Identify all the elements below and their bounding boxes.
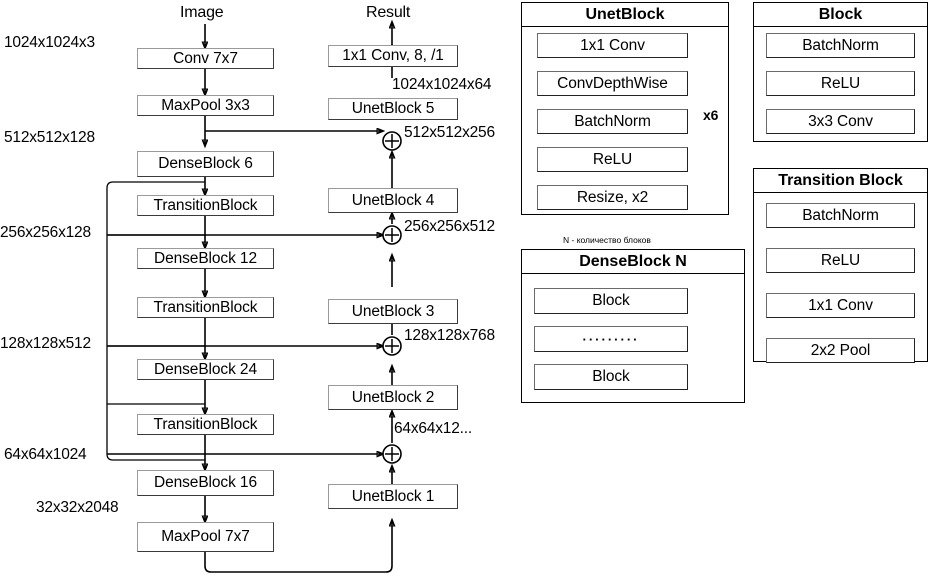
- shape-label-256x256x512: 256x256x512: [404, 218, 495, 235]
- block-step-relu[interactable]: ReLU: [766, 71, 915, 96]
- unetblock-step-batchnorm[interactable]: BatchNorm: [537, 109, 688, 134]
- denseblock-step-ellipsis: ·········: [534, 326, 688, 352]
- panel-unetblock-title: UnetBlock: [522, 3, 728, 27]
- node-unetblock2[interactable]: UnetBlock 2: [328, 385, 458, 410]
- node-unetblock5[interactable]: UnetBlock 5: [328, 98, 458, 120]
- panel-denseblock-title: DenseBlock N: [522, 250, 744, 274]
- unetblock-step-resize[interactable]: Resize, x2: [537, 185, 688, 210]
- decoder-column-title: Result: [366, 4, 411, 21]
- node-transitionblock-3[interactable]: TransitionBlock: [137, 414, 274, 435]
- shape-label-512x512x128: 512x512x128: [4, 129, 95, 146]
- unetblock-repeat-label: x6: [703, 107, 719, 123]
- node-denseblock6[interactable]: DenseBlock 6: [137, 151, 274, 177]
- shape-label-64x64x12: 64x64x12...: [394, 420, 472, 437]
- block-step-3x3conv[interactable]: 3x3 Conv: [766, 109, 915, 134]
- shape-label-512x512x256: 512x512x256: [404, 124, 495, 141]
- shape-label-64x64x1024: 64x64x1024: [4, 446, 87, 463]
- shape-label-32x32x2048: 32x32x2048: [36, 499, 119, 516]
- panel-block-title: Block: [754, 3, 927, 27]
- node-transitionblock-2[interactable]: TransitionBlock: [137, 297, 274, 318]
- node-conv7[interactable]: Conv 7x7: [137, 48, 274, 69]
- node-unetblock1[interactable]: UnetBlock 1: [328, 484, 458, 509]
- node-maxpool3[interactable]: MaxPool 3x3: [137, 95, 274, 116]
- node-denseblock12[interactable]: DenseBlock 12: [137, 248, 274, 269]
- unetblock-step-relu[interactable]: ReLU: [537, 147, 688, 172]
- shape-label-128x128x512: 128x128x512: [0, 335, 91, 352]
- block-step-batchnorm[interactable]: BatchNorm: [766, 33, 915, 58]
- shape-label-128x128x768: 128x128x768: [404, 327, 495, 344]
- shape-label-1024x1024x64: 1024x1024x64: [392, 76, 492, 93]
- transition-step-relu[interactable]: ReLU: [766, 248, 915, 273]
- node-denseblock24[interactable]: DenseBlock 24: [137, 359, 274, 380]
- node-maxpool7[interactable]: MaxPool 7x7: [137, 522, 274, 552]
- node-denseblock16[interactable]: DenseBlock 16: [137, 470, 274, 496]
- unetblock-step-1x1conv[interactable]: 1x1 Conv: [537, 33, 688, 58]
- unetblock-step-convdepthwise[interactable]: ConvDepthWise: [537, 71, 688, 96]
- panel-transition-title: Transition Block: [754, 169, 927, 193]
- transition-step-batchnorm[interactable]: BatchNorm: [766, 203, 915, 228]
- denseblock-caption: N - количество блоков: [563, 235, 651, 245]
- node-transitionblock-1[interactable]: TransitionBlock: [137, 195, 274, 216]
- denseblock-step-block-last[interactable]: Block: [534, 364, 688, 390]
- transition-step-1x1conv[interactable]: 1x1 Conv: [766, 293, 915, 318]
- node-unetblock4[interactable]: UnetBlock 4: [328, 188, 458, 213]
- encoder-column-title: Image: [180, 4, 224, 21]
- transition-step-2x2pool[interactable]: 2x2 Pool: [766, 338, 915, 363]
- node-unetblock3[interactable]: UnetBlock 3: [328, 299, 458, 324]
- shape-label-1024x1024x3: 1024x1024x3: [4, 34, 95, 51]
- denseblock-step-block-first[interactable]: Block: [534, 288, 688, 314]
- node-output-conv[interactable]: 1x1 Conv, 8, /1: [328, 45, 458, 67]
- shape-label-256x256x128: 256x256x128: [0, 224, 91, 241]
